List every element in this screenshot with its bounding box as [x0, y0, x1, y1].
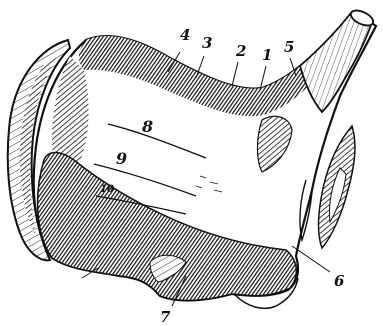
label-8: 8 — [141, 117, 153, 136]
label-10: 10 — [100, 184, 114, 195]
label-3: 3 — [202, 34, 212, 52]
label-9: 9 — [116, 149, 127, 168]
label-2: 2 — [235, 42, 246, 60]
label-4: 4 — [180, 26, 190, 44]
label-1: 1 — [262, 46, 272, 64]
label-5: 5 — [284, 38, 294, 56]
label-6: 6 — [334, 272, 345, 290]
label-7: 7 — [160, 308, 171, 326]
